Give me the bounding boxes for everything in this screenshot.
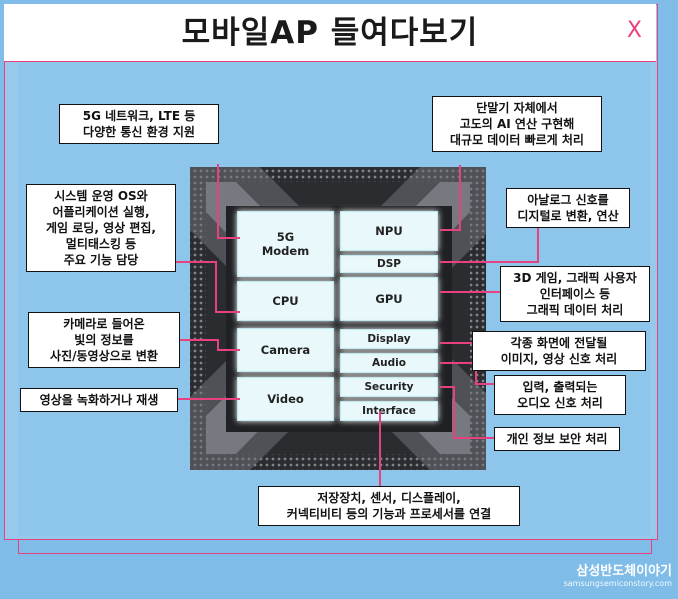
line-camera	[180, 339, 240, 351]
label-npu-line1: 단말기 자체에서	[476, 101, 558, 115]
label-dsp: 아날로그 신호를 디지털로 변환, 연산	[506, 188, 630, 228]
label-npu: 단말기 자체에서 고도의 AI 연산 구현해 대규모 데이터 빠르게 처리	[432, 96, 602, 152]
line-npu	[440, 165, 461, 231]
block-5g-modem-line2: Modem	[261, 244, 310, 258]
label-cpu: 시스템 운영 OS와 어플리케이션 실행, 게임 로딩, 영상 편집, 멀티태스…	[26, 184, 176, 272]
block-5g-modem: 5G Modem	[237, 211, 334, 277]
label-gpu: 3D 게임, 그래픽 사용자 인터페이스 등 그래픽 데이터 처리	[500, 266, 650, 322]
label-cpu-line3: 게임 로딩, 영상 편집,	[46, 221, 156, 235]
label-dsp-line2: 디지털로 변환, 연산	[517, 209, 619, 223]
label-modem: 5G 네트워크, LTE 등 다양한 통신 환경 지원	[59, 104, 219, 144]
label-gpu-line1: 3D 게임, 그래픽 사용자	[513, 271, 637, 285]
line-audio	[440, 362, 494, 385]
label-interface-line1: 저장장치, 센서, 디스플레이,	[317, 491, 461, 505]
block-cpu: CPU	[237, 281, 334, 321]
watermark: 삼성반도체이야기 samsungsemiconstory.com	[564, 564, 672, 589]
label-camera-line1: 카메라로 들어온	[63, 317, 145, 331]
line-modem	[217, 164, 240, 239]
title-bar: 모바일AP 들여다보기 X	[4, 4, 656, 62]
line-security	[440, 386, 494, 439]
block-audio: Audio	[340, 353, 438, 373]
label-gpu-line3: 그래픽 데이터 처리	[526, 303, 624, 317]
block-dsp: DSP	[340, 255, 438, 273]
label-security: 개인 정보 보안 처리	[494, 427, 620, 451]
label-video: 영상을 녹화하거나 재생	[20, 388, 178, 412]
label-security-line1: 개인 정보 보안 처리	[506, 432, 608, 446]
block-camera: Camera	[237, 328, 334, 372]
label-cpu-line4: 멀티태스킹 등	[65, 237, 137, 251]
label-modem-line2: 다양한 통신 환경 지원	[83, 125, 195, 139]
label-interface-line2: 커넥티비티 등의 기능과 프로세서를 연결	[286, 507, 492, 521]
label-gpu-line2: 인터페이스 등	[539, 287, 611, 301]
block-npu: NPU	[340, 211, 438, 251]
label-audio: 입력, 출력되는 오디오 신호 처리	[494, 375, 626, 415]
label-modem-line1: 5G 네트워크, LTE 등	[82, 109, 196, 123]
block-video: Video	[237, 377, 334, 421]
label-camera-line3: 사진/동영상으로 변환	[50, 349, 158, 363]
label-cpu-line2: 어플리케이션 실행,	[52, 205, 150, 219]
label-display-line1: 각종 화면에 전달될	[510, 336, 608, 350]
label-npu-line2: 고도의 AI 연산 구현해	[459, 117, 575, 131]
line-dsp	[440, 225, 539, 263]
block-5g-modem-line1: 5G	[276, 230, 295, 244]
block-display: Display	[340, 329, 438, 349]
block-gpu: GPU	[340, 277, 438, 321]
label-display-line2: 이미지, 영상 신호 처리	[500, 352, 618, 366]
block-interface: Interface	[340, 401, 438, 421]
watermark-url: samsungsemiconstory.com	[563, 579, 672, 588]
label-camera-line2: 빛의 정보를	[74, 333, 134, 347]
page-title: 모바일AP 들여다보기	[181, 15, 479, 51]
label-video-line1: 영상을 녹화하거나 재생	[39, 393, 159, 407]
label-npu-line3: 대규모 데이터 빠르게 처리	[450, 133, 584, 147]
watermark-title: 삼성반도체이야기	[576, 564, 672, 579]
label-audio-line2: 오디오 신호 처리	[517, 396, 603, 410]
label-display: 각종 화면에 전달될 이미지, 영상 신호 처리	[472, 331, 646, 371]
label-cpu-line5: 주요 기능 담당	[63, 253, 139, 267]
label-cpu-line1: 시스템 운영 OS와	[54, 189, 148, 203]
close-icon[interactable]: X	[626, 18, 642, 43]
line-cpu	[176, 261, 240, 313]
block-security: Security	[340, 377, 438, 397]
label-interface: 저장장치, 센서, 디스플레이, 커넥티비티 등의 기능과 프로세서를 연결	[258, 486, 520, 526]
label-camera: 카메라로 들어온 빛의 정보를 사진/동영상으로 변환	[28, 312, 180, 368]
label-audio-line1: 입력, 출력되는	[522, 380, 598, 394]
label-dsp-line1: 아날로그 신호를	[527, 193, 609, 207]
